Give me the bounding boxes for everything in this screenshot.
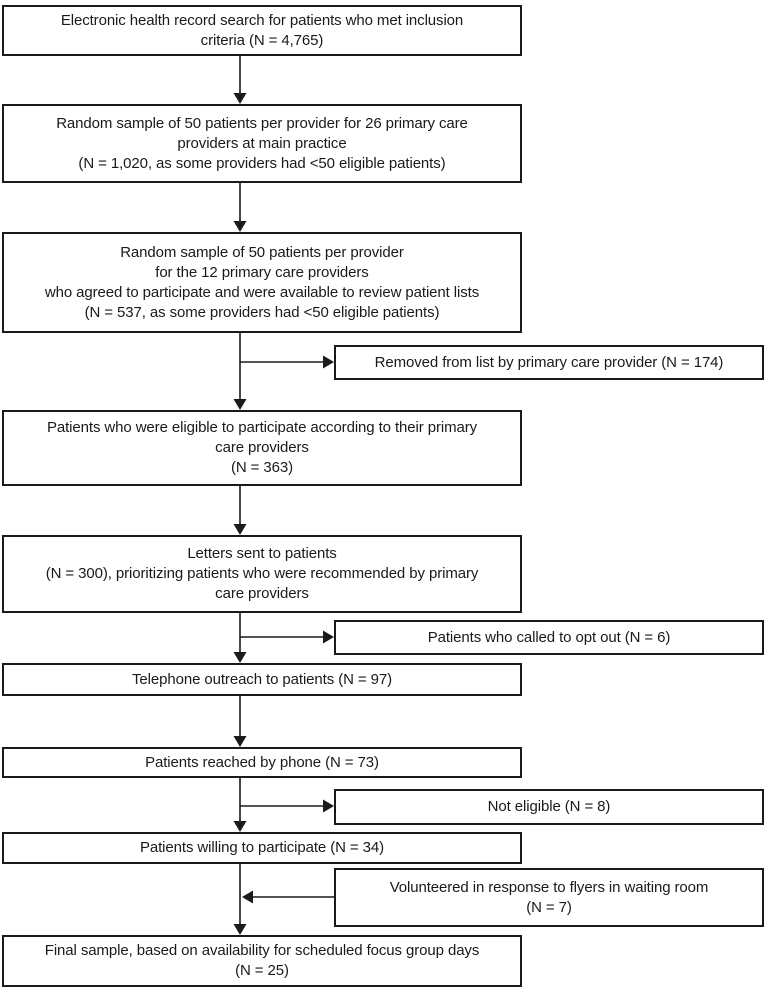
arrow-box5-to-box6 (233, 613, 247, 663)
arrow-box1-to-box2 (233, 56, 247, 104)
arrow-box3-to-box4 (233, 333, 247, 410)
flow-box-letters-sent: Letters sent to patients (N = 300), prio… (2, 535, 522, 613)
flow-box-flyer-volunteers: Volunteered in response to flyers in wai… (334, 868, 764, 927)
flow-box-reached-by-phone: Patients reached by phone (N = 73) (2, 747, 522, 778)
arrow-box2-to-box3 (233, 183, 247, 232)
arrow-box8-to-box9 (233, 864, 247, 935)
flow-box-opted-out: Patients who called to opt out (N = 6) (334, 620, 764, 655)
flow-box-removed-by-pcp: Removed from list by primary care provid… (334, 345, 764, 380)
flow-box-final-sample: Final sample, based on availability for … (2, 935, 522, 987)
flow-box-eligible-per-pcp: Patients who were eligible to participat… (2, 410, 522, 486)
flow-box-telephone-outreach: Telephone outreach to patients (N = 97) (2, 663, 522, 696)
arrow-box4-to-box5 (233, 486, 247, 535)
flow-box-ehr-search: Electronic health record search for pati… (2, 5, 522, 56)
arrow-branch-not-eligible (240, 799, 334, 813)
flow-box-random-sample-12-providers: Random sample of 50 patients per provide… (2, 232, 522, 333)
arrow-branch-removed-by-pcp (240, 355, 334, 369)
arrow-box7-to-box8 (233, 778, 247, 832)
flow-box-random-sample-26-providers: Random sample of 50 patients per provide… (2, 104, 522, 183)
arrow-box6-to-box7 (233, 696, 247, 747)
arrow-branch-flyer-volunteers-in (242, 890, 334, 904)
arrow-branch-opted-out (240, 630, 334, 644)
flow-box-willing-to-participate: Patients willing to participate (N = 34) (2, 832, 522, 864)
flow-box-not-eligible: Not eligible (N = 8) (334, 789, 764, 825)
